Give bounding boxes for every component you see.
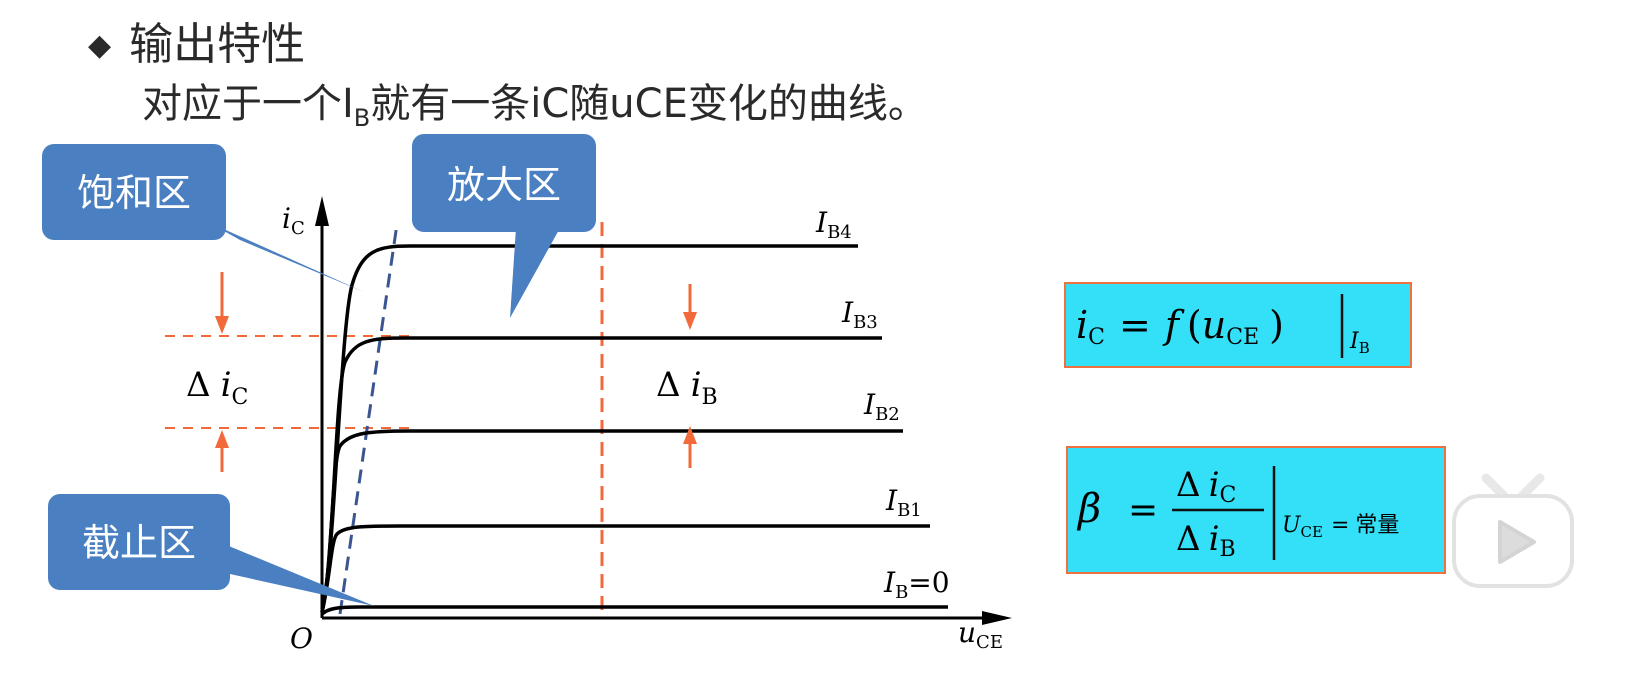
y-axis-label: iC	[282, 202, 305, 239]
formula-beta-eq: =	[1128, 490, 1158, 531]
slide-subtitle: 对应于一个IB就有一条iC随uCE变化的曲线。	[142, 76, 928, 146]
callout-cutoff-pointer	[224, 544, 374, 606]
curve-ib1	[320, 524, 930, 613]
formula-output-function: iC=f(uCE) IB	[1064, 282, 1412, 368]
formula-beta-lhs: β	[1076, 486, 1101, 532]
curve-label-ib0: IB=0	[883, 566, 950, 603]
callout-saturation-label: 饱和区	[77, 171, 191, 215]
curve-ib2	[320, 429, 903, 613]
origin-label: O	[290, 622, 313, 655]
delta-ic-arrowhead-bottom	[215, 430, 229, 448]
formula-beta-condition: UCE=常量	[1282, 513, 1399, 541]
curve-label-ib1: IB1	[885, 484, 922, 521]
slide-title: ◆ 输出特性	[88, 14, 305, 77]
callout-saturation: 饱和区	[42, 144, 364, 292]
callout-cutoff-label: 截止区	[82, 521, 196, 565]
callout-amplification-pointer	[510, 228, 560, 318]
saturation-boundary-line	[338, 223, 399, 615]
x-axis-arrow	[982, 611, 1012, 625]
subtitle-suffix: 就有一条iC随uCE变化的曲线。	[370, 81, 928, 127]
delta-ib-arrowhead-top	[683, 312, 697, 330]
callout-saturation-pointer	[208, 222, 364, 292]
curve-ib0	[320, 605, 948, 616]
y-axis-arrow	[315, 196, 329, 226]
callout-cutoff: 截止区	[48, 494, 374, 606]
svg-text:IB: IB	[1349, 329, 1370, 357]
x-axis-label: uCE	[958, 616, 1003, 653]
callout-cutoff-box	[48, 494, 230, 590]
callout-amplification-box	[412, 134, 596, 232]
slide-title-text: 输出特性	[129, 19, 306, 70]
curve-label-ib4: IB4	[815, 206, 852, 243]
subtitle-prefix: 对应于一个I	[142, 81, 354, 127]
callout-saturation-box	[42, 144, 226, 240]
delta-ib-arrowhead-bottom	[683, 426, 697, 444]
bilibili-play-icon[interactable]	[1448, 470, 1578, 598]
curve-label-ib2: IB2	[863, 388, 900, 425]
curve-label-ib3: IB3	[841, 296, 878, 333]
callout-amplification: 放大区	[412, 134, 596, 318]
subtitle-subscript: B	[353, 104, 371, 132]
delta-ic-arrowhead-top	[215, 316, 229, 334]
callout-amplification-label: 放大区	[447, 163, 561, 207]
svg-text:iC=f(uCE): iC=f(uCE)	[1076, 303, 1284, 350]
formula-output-function-svg: iC=f(uCE) IB	[1076, 294, 1370, 358]
diamond-bullet-icon: ◆	[88, 28, 112, 63]
